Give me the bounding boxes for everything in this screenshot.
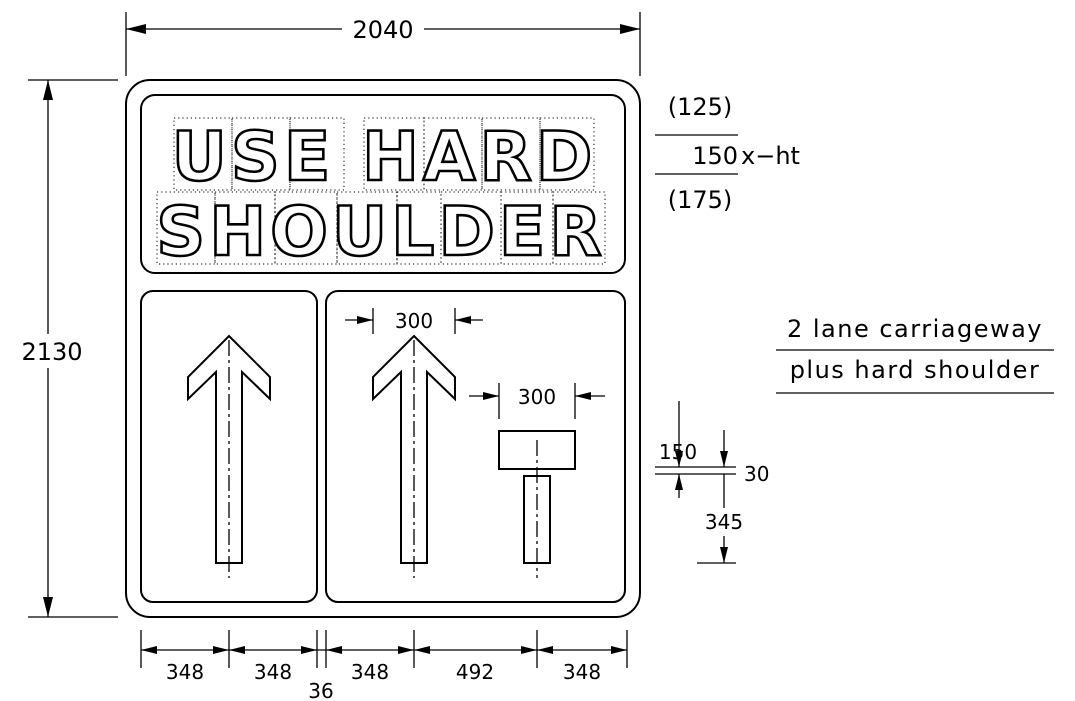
note-line-1: 2 lane carriageway — [787, 315, 1043, 343]
x-height-main: 150 — [692, 142, 738, 170]
block-width-label: 300 — [518, 385, 556, 409]
dimension-overall-width: 2040 — [125, 12, 641, 76]
left-lane-arrow — [187, 334, 271, 578]
left-lane-panel — [140, 290, 318, 603]
dimension-block-width: 300 — [469, 383, 605, 419]
x-height-upper: (125) — [668, 93, 733, 121]
overall-height-label: 2130 — [21, 338, 82, 366]
carriageway-note: 2 lane carriageway plus hard shoulder — [776, 315, 1054, 394]
dimension-arrow-width: 300 — [345, 308, 483, 334]
sign-line-1: USE HARD — [172, 118, 597, 197]
hard-shoulder-symbol — [498, 430, 576, 578]
dimension-bottom-chain: 348 348 36 348 492 348 — [140, 630, 628, 701]
block-height-label: 150 — [659, 440, 697, 464]
bottom-dim-1: 348 — [166, 660, 204, 684]
bottom-dim-5: 348 — [563, 660, 601, 684]
gap-label: 30 — [744, 462, 769, 486]
bottom-dim-gap: 36 — [308, 679, 333, 701]
bottom-dim-4: 492 — [456, 660, 494, 684]
bottom-dim-2: 348 — [254, 660, 292, 684]
bottom-dim-3: 348 — [351, 660, 389, 684]
text-panel — [140, 94, 626, 274]
note-line-2: plus hard shoulder — [790, 356, 1041, 384]
x-height-legend: (125) 150 x−ht (175) — [655, 93, 800, 214]
sign-board — [125, 79, 641, 618]
letter-grid-line1 — [173, 117, 595, 191]
stem-height-label: 345 — [705, 510, 743, 534]
x-height-lower: (175) — [668, 186, 733, 214]
right-lane-panel — [325, 290, 626, 603]
x-height-unit: x−ht — [741, 142, 800, 170]
letter-grid-line2 — [156, 191, 606, 265]
sign-line-2: SHOULDER — [156, 193, 606, 272]
arrow-width-label: 300 — [395, 309, 433, 333]
dimension-block-stem: 150 30 345 — [655, 401, 769, 564]
dimension-overall-height: 2130 — [4, 79, 118, 618]
overall-width-label: 2040 — [352, 16, 413, 44]
right-lane-arrow — [372, 334, 456, 578]
